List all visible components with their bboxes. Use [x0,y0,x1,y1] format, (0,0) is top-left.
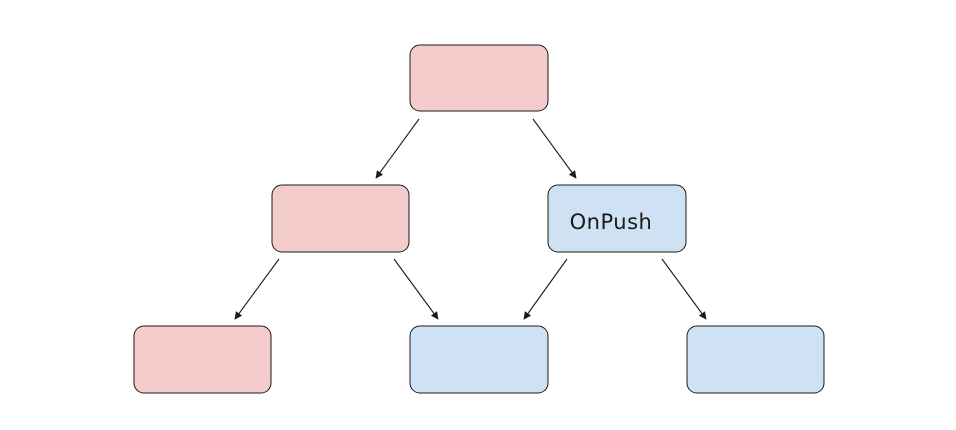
node-left-leaf [133,325,272,394]
onpush-label: OnPush [570,210,653,234]
node-left-mid-box [271,184,410,253]
edge-left-mid-to-center-leaf [393,258,439,320]
edge-left-mid-to-left-leaf [234,258,280,320]
edge-root-to-left-mid [375,118,420,179]
node-right-mid: OnPush [547,184,687,253]
nodes: OnPush [133,44,825,394]
node-center-leaf [409,325,549,394]
node-left-mid [271,184,410,253]
edge-right-mid-to-center-leaf [523,258,568,320]
node-right-leaf [686,325,825,394]
node-root-box [409,44,549,112]
edges [234,118,707,320]
edge-root-to-right-mid [532,118,577,179]
node-center-leaf-box [409,325,549,394]
node-right-mid-box [547,184,687,253]
node-left-leaf-box [133,325,272,394]
edge-right-mid-to-right-leaf [661,258,707,320]
node-right-leaf-box [686,325,825,394]
node-root [409,44,549,112]
